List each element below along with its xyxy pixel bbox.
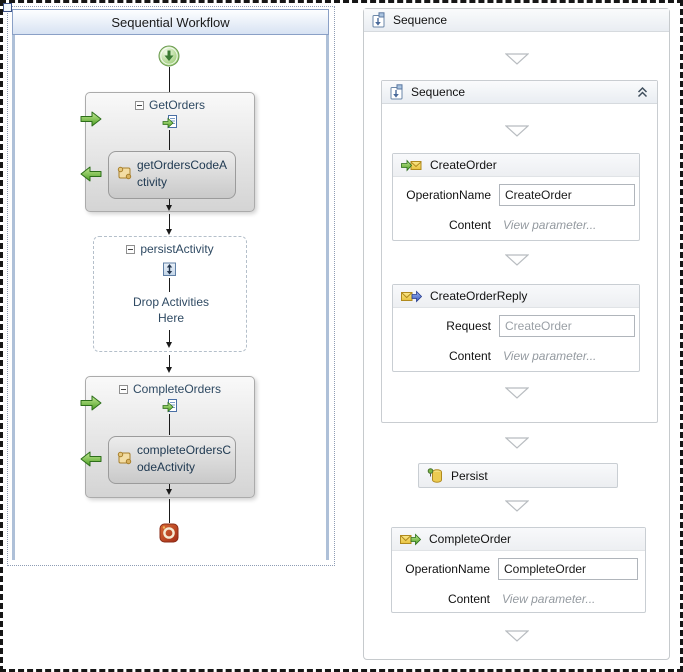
create-order-header[interactable]: CreateOrder	[393, 154, 639, 177]
connector-line	[169, 330, 170, 343]
collapse-chevron-icon[interactable]	[636, 86, 649, 98]
create-order-reply-header[interactable]: CreateOrderReply	[393, 285, 639, 308]
connector-line	[169, 278, 170, 292]
workflow-start-icon[interactable]	[158, 45, 180, 67]
connector-arrow-out-icon	[80, 451, 102, 467]
create-order-title: CreateOrder	[430, 158, 497, 172]
drop-indicator-triangle[interactable]	[504, 387, 530, 399]
connector-arrow-in-icon	[80, 395, 102, 411]
connector-line	[169, 199, 170, 206]
drop-indicator-triangle[interactable]	[504, 53, 530, 65]
connector-arrowhead	[166, 342, 172, 348]
receive-envelope-icon	[401, 158, 422, 172]
send-envelope-icon	[400, 533, 421, 546]
activity-complete-orders[interactable]: CompleteOrders completeOrdersCodeActivit…	[85, 376, 255, 498]
receive-activity-icon	[162, 398, 178, 414]
persist-database-icon	[427, 467, 443, 484]
persist-title: Persist	[451, 468, 488, 483]
activity-persist-bar[interactable]: Persist	[418, 463, 618, 488]
connector-arrowhead	[166, 229, 172, 235]
root-sequence-title: Sequence	[393, 13, 448, 27]
sequence-icon	[372, 12, 385, 28]
create-order-reply-title: CreateOrderReply	[430, 289, 528, 303]
activity-complete-order[interactable]: CompleteOrder OperationName Content View…	[391, 527, 646, 613]
activity-get-orders-code[interactable]: getOrdersCodeActivity	[108, 151, 236, 199]
connector-line	[169, 130, 170, 150]
activity-persist[interactable]: persistActivity Drop Activities Here	[93, 236, 247, 352]
sequential-workflow-title: Sequential Workflow	[111, 14, 230, 30]
connector-line	[169, 499, 170, 523]
collapse-glyph-icon[interactable]	[126, 244, 136, 254]
content-label: Content	[447, 592, 490, 606]
drop-indicator-triangle[interactable]	[504, 630, 530, 642]
activity-create-order-reply[interactable]: CreateOrderReply Request Content View pa…	[392, 284, 640, 372]
content-label: Content	[448, 218, 491, 232]
inner-sequence-title: Sequence	[411, 85, 466, 99]
content-label: Content	[448, 349, 491, 363]
activity-create-order[interactable]: CreateOrder OperationName Content View p…	[392, 153, 640, 241]
connector-line	[169, 484, 170, 490]
code-scroll-icon	[116, 165, 134, 181]
get-orders-code-label: getOrdersCodeActivity	[137, 158, 228, 189]
activity-get-orders[interactable]: GetOrders getOrdersCodeActivity	[85, 92, 255, 212]
drop-activities-hint: Drop Activities Here	[132, 295, 210, 325]
connector-arrow-out-icon	[80, 166, 102, 182]
drop-indicator-triangle[interactable]	[504, 254, 530, 266]
operation-name-label: OperationName	[405, 562, 490, 576]
connector-arrowhead	[166, 489, 172, 495]
sequential-workflow-title-bar[interactable]: Sequential Workflow	[12, 9, 329, 35]
drop-indicator-triangle[interactable]	[504, 437, 530, 449]
connector-line	[169, 355, 170, 368]
operation-name-input[interactable]	[499, 184, 635, 206]
activity-complete-orders-code[interactable]: completeOrdersCodeActivity	[108, 436, 236, 484]
connector-line	[169, 414, 170, 435]
send-reply-envelope-icon	[401, 290, 422, 303]
operation-name-input[interactable]	[498, 558, 638, 580]
collapse-glyph-icon[interactable]	[118, 384, 128, 394]
sequence-icon	[390, 84, 403, 100]
selection-handle[interactable]	[3, 3, 12, 12]
connector-line	[169, 67, 170, 92]
workflow-end-icon[interactable]	[159, 523, 179, 543]
collapse-glyph-icon[interactable]	[134, 100, 144, 110]
connector-line	[169, 214, 170, 230]
root-sequence-header[interactable]: Sequence	[364, 9, 669, 32]
view-parameter-link[interactable]: View parameter...	[503, 349, 597, 363]
request-label: Request	[446, 319, 491, 333]
receive-activity-icon	[162, 114, 178, 130]
code-scroll-icon	[116, 450, 134, 466]
get-orders-title: GetOrders	[148, 98, 205, 112]
complete-orders-code-label: completeOrdersCodeActivity	[137, 443, 232, 474]
connector-arrowhead	[166, 367, 172, 373]
drop-indicator-triangle[interactable]	[504, 125, 530, 137]
view-parameter-link[interactable]: View parameter...	[503, 218, 597, 232]
complete-order-header[interactable]: CompleteOrder	[392, 528, 645, 551]
request-input[interactable]	[499, 315, 635, 337]
connector-arrowhead	[166, 205, 172, 211]
view-parameter-link[interactable]: View parameter...	[502, 592, 596, 606]
persist-activity-title: persistActivity	[140, 242, 214, 256]
inner-sequence-header[interactable]: Sequence	[382, 81, 657, 104]
operation-name-label: OperationName	[406, 188, 491, 202]
persist-updown-icon	[162, 261, 177, 277]
selection-border	[7, 6, 335, 566]
connector-arrow-in-icon	[80, 111, 102, 127]
drop-indicator-triangle[interactable]	[504, 500, 530, 512]
complete-orders-title: CompleteOrders	[132, 382, 222, 396]
complete-order-title: CompleteOrder	[429, 532, 512, 546]
